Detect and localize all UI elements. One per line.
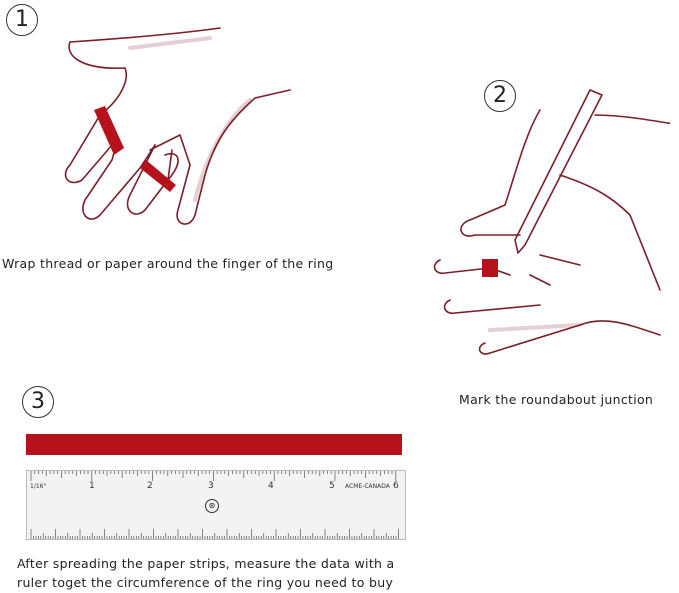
- ruler-ticks: [30, 471, 399, 539]
- step-1-badge: 1: [6, 4, 38, 36]
- ruler-label-4: 4: [268, 481, 274, 491]
- ruler: 1/16" 1 2 3 4 5 6 ACME-CANADA ⊛: [26, 470, 406, 540]
- step-3-badge: 3: [22, 386, 54, 418]
- hand-wrapped-illustration: [64, 27, 291, 225]
- step-1-caption: Wrap thread or paper around the finger o…: [2, 256, 334, 271]
- step-2-badge: 2: [484, 80, 516, 112]
- step-3-caption-line-2: ruler toget the circumference of the rin…: [17, 575, 394, 590]
- ruler-label-3: 3: [208, 481, 214, 491]
- ruler-label-fraction: 1/16": [30, 483, 47, 490]
- paper-strip: [26, 434, 402, 455]
- ruler-logo-icon: ⊛: [205, 499, 219, 513]
- hand-marking-illustration: [433, 89, 670, 355]
- step-2-caption: Mark the roundabout junction: [459, 392, 654, 407]
- thread-band-2: [140, 160, 176, 192]
- ruler-label-2: 2: [147, 481, 153, 491]
- ruler-label-5: 5: [329, 481, 335, 491]
- step-3-caption-line-1: After spreading the paper strips, measur…: [17, 556, 395, 571]
- pen-mark: [482, 259, 498, 277]
- ruler-brand: ACME-CANADA: [345, 483, 390, 490]
- ruler-label-1: 1: [89, 481, 95, 491]
- thread-band-1: [94, 106, 124, 155]
- ruler-label-6: 6: [393, 481, 399, 491]
